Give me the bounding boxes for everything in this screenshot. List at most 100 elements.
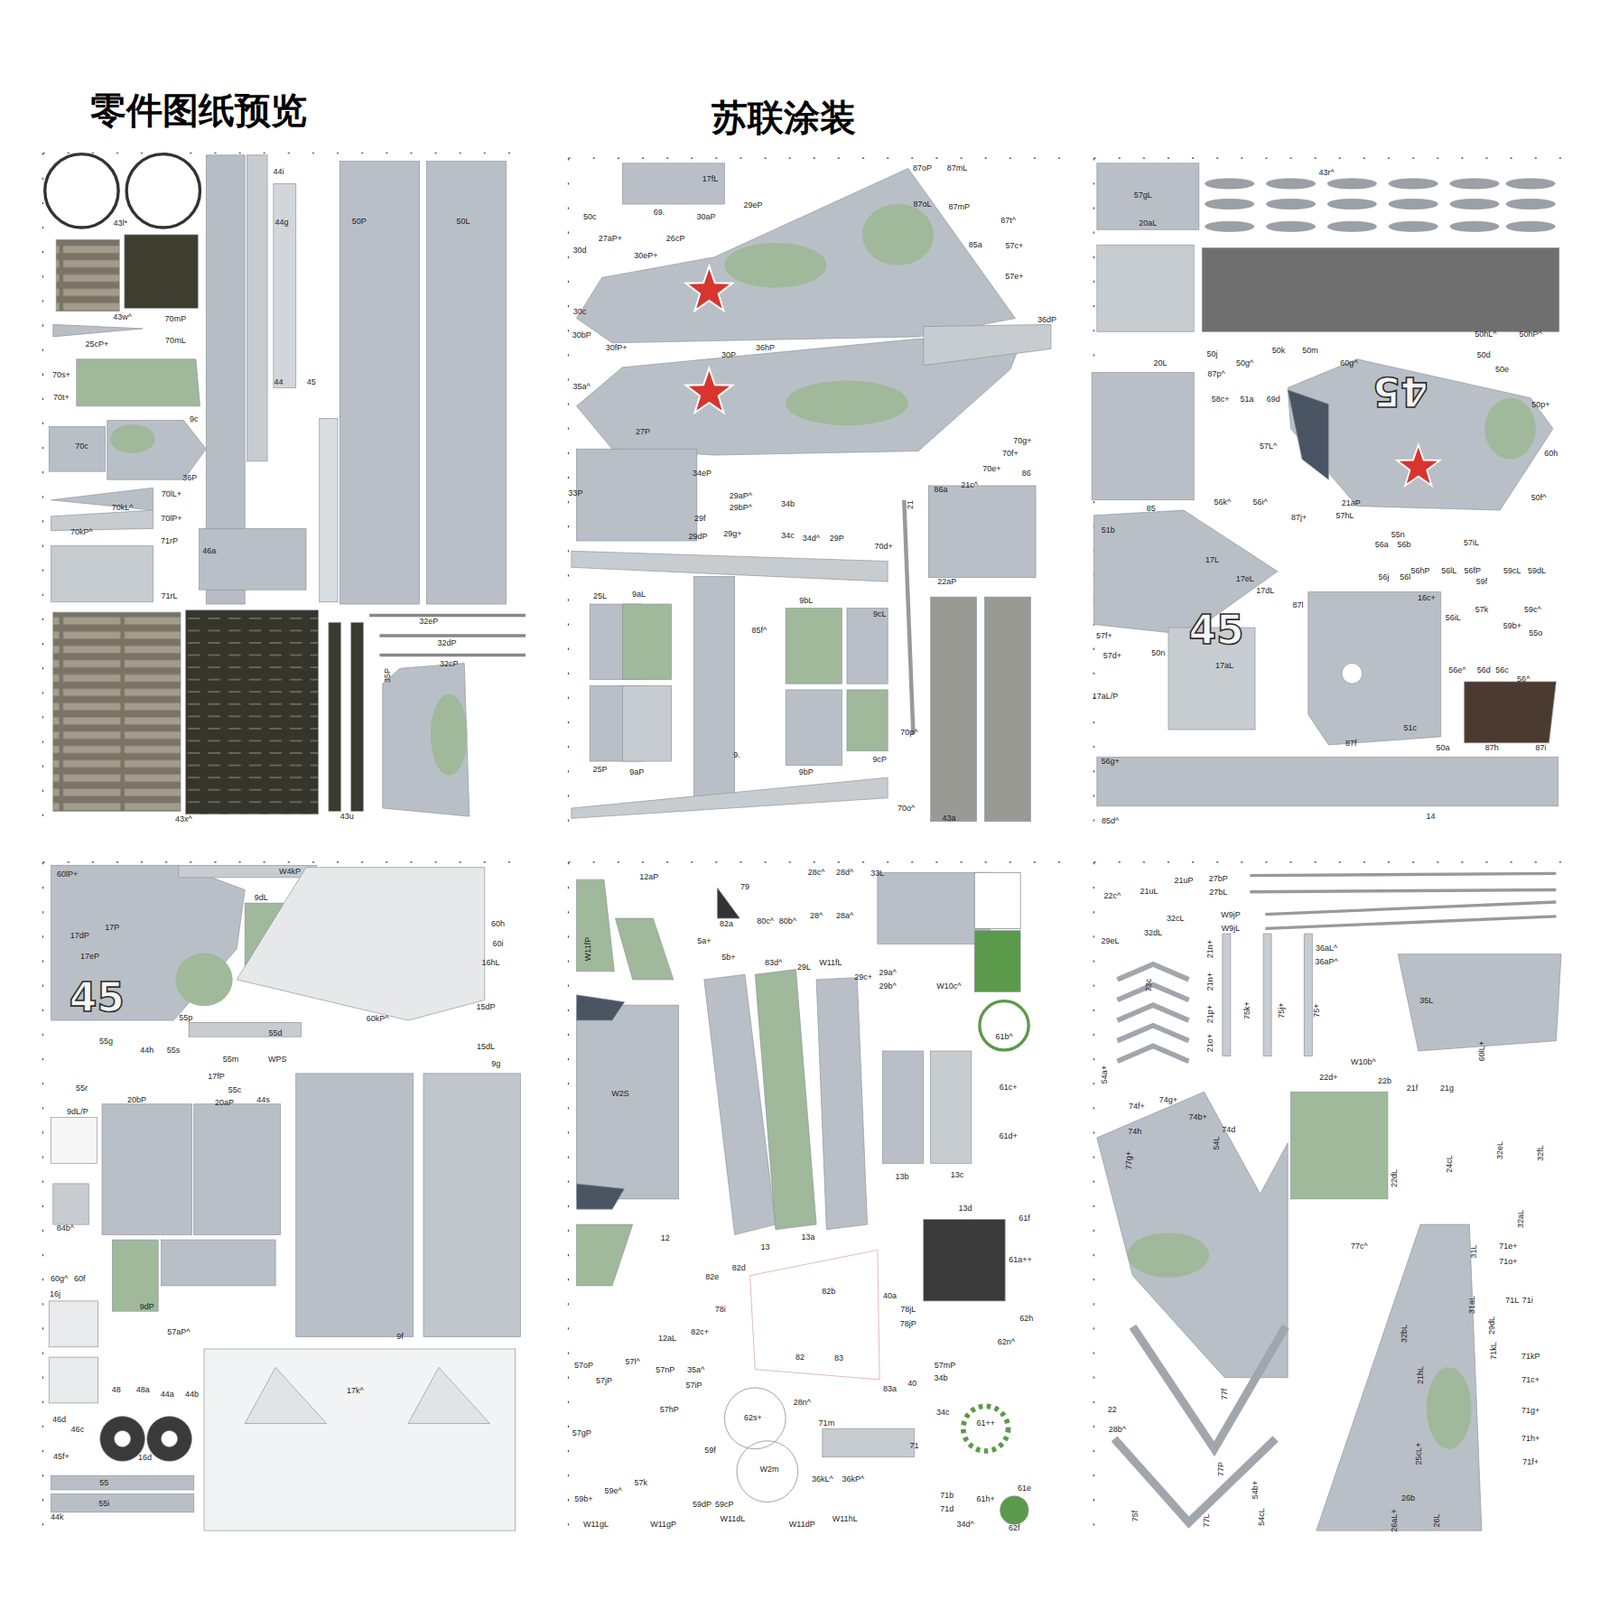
part-number: 5b+ <box>721 953 735 962</box>
part-number: 33L <box>870 869 884 878</box>
part-number: 13b <box>894 1172 909 1182</box>
part-number: 50e <box>1495 365 1509 374</box>
part-number: 57l^ <box>625 1357 641 1366</box>
part-number: 85f^ <box>751 626 767 635</box>
part-number: 57iL <box>1463 539 1480 548</box>
part-number: 21hL <box>1416 1366 1425 1385</box>
part-number: 83a <box>883 1385 897 1394</box>
part-number: 71m <box>818 1419 836 1428</box>
part-number: 46c <box>71 1425 85 1434</box>
part-number: 45f+ <box>53 1451 70 1461</box>
part-number: 9bP <box>799 768 814 777</box>
part-number: 69d <box>1266 394 1281 403</box>
part-number: 85a <box>968 241 983 250</box>
part-number: W10c^ <box>936 981 961 990</box>
part-number: 22aP <box>937 577 957 587</box>
part-number: 32fL <box>1536 1144 1545 1162</box>
part-number: 32cL <box>1166 914 1185 923</box>
part-number: 70s+ <box>52 370 71 379</box>
part-number: W4kP <box>279 867 301 876</box>
part-number: 57d+ <box>1103 651 1122 660</box>
part-number: 74g+ <box>1159 1096 1178 1105</box>
part-number: 32bL <box>1400 1324 1409 1343</box>
part-number: 17k^ <box>346 1386 364 1396</box>
part-number: 56lL <box>1441 566 1457 575</box>
part-number: 26aL+ <box>1389 1508 1398 1532</box>
part-number: 44i <box>273 167 285 176</box>
part-number: 46d <box>52 1414 66 1424</box>
part-number: 54L <box>1212 1135 1221 1150</box>
part-number: 75j+ <box>1277 1002 1286 1018</box>
part-number: 21g <box>1440 1083 1454 1092</box>
part-number: 87t^ <box>1000 216 1016 225</box>
part-number: 50P <box>352 217 367 226</box>
part-number: W11dL <box>719 1514 745 1523</box>
part-number: 34c <box>936 1408 950 1417</box>
part-number: 71kP <box>1521 1351 1541 1360</box>
part-number: 71d <box>939 1505 954 1514</box>
part-number: 43x^ <box>175 815 193 824</box>
part-number: 12aL <box>658 1333 677 1342</box>
part-number: 55o <box>1528 628 1543 637</box>
part-number: 29a^ <box>879 967 897 977</box>
part-number: 17aL <box>1215 660 1234 670</box>
part-number: 60h <box>491 919 505 928</box>
part-number: 54b+ <box>1251 1480 1260 1499</box>
part-number: 29eP <box>743 201 763 210</box>
part-number: 17aL/P <box>1092 691 1119 700</box>
part-number: 71g+ <box>1521 1405 1540 1414</box>
part-number: 29b^ <box>879 981 897 990</box>
part-number: W2m <box>760 1465 780 1474</box>
part-number: 74f+ <box>1128 1102 1145 1111</box>
part-number: 80b^ <box>779 917 797 926</box>
part-number: 86a <box>933 485 948 494</box>
part-number: 87mL <box>947 164 968 173</box>
part-number: 56fP <box>1463 566 1481 575</box>
part-number: 34d^ <box>956 1520 974 1529</box>
part-number: 14 <box>1425 812 1435 821</box>
part-number: 56c <box>1495 666 1509 675</box>
part-number: 55s <box>167 1045 181 1054</box>
part-number: 44b <box>185 1389 199 1398</box>
part-number: 71f+ <box>1522 1458 1539 1467</box>
part-number: 87l <box>1292 601 1303 610</box>
part-number: 82b <box>821 1286 836 1295</box>
part-number: 34d^ <box>802 533 820 542</box>
part-number: 21n+ <box>1206 939 1215 959</box>
part-number: 44h <box>139 1045 154 1054</box>
part-number: 71c+ <box>1521 1375 1540 1384</box>
part-number: 17eL <box>1236 574 1255 583</box>
part-number: 59f <box>704 1445 717 1454</box>
part-number: 59f <box>1476 577 1489 587</box>
part-number: 56g+ <box>1100 757 1119 766</box>
part-number: 71rL <box>161 591 178 600</box>
part-number: 85d^ <box>1101 816 1119 825</box>
part-number: 70mL <box>165 336 187 345</box>
part-number: 32cP <box>439 659 459 668</box>
part-number: 55n <box>1391 530 1405 540</box>
part-number: 61h+ <box>976 1495 996 1504</box>
part-number: 21uL <box>1139 886 1158 895</box>
part-number: 13c <box>950 1170 965 1179</box>
part-number: 70d+ <box>874 541 894 550</box>
part-number: 60i <box>492 939 503 949</box>
part-number: 87i <box>1534 744 1546 753</box>
part-number: 29c+ <box>854 972 873 981</box>
part-number: 80c^ <box>756 917 774 926</box>
part-number: 83 <box>834 1354 844 1363</box>
part-number: 60h <box>1544 448 1558 457</box>
part-number: 31aL <box>1467 1295 1476 1314</box>
part-number: 70kP^ <box>70 527 94 536</box>
part-number: 82 <box>795 1353 805 1362</box>
part-number: 55i <box>98 1498 110 1507</box>
part-number: 57e+ <box>1004 272 1024 281</box>
part-number: 17dL <box>1255 586 1275 596</box>
part-number: 9dP <box>139 1302 155 1311</box>
part-number: 56d <box>1477 666 1491 675</box>
part-number: 57hP <box>660 1404 680 1414</box>
part-number: 17fL <box>702 174 719 183</box>
part-number: 70lP+ <box>160 514 182 523</box>
part-number: 27P <box>635 427 651 437</box>
part-number: 61e <box>1017 1483 1032 1492</box>
